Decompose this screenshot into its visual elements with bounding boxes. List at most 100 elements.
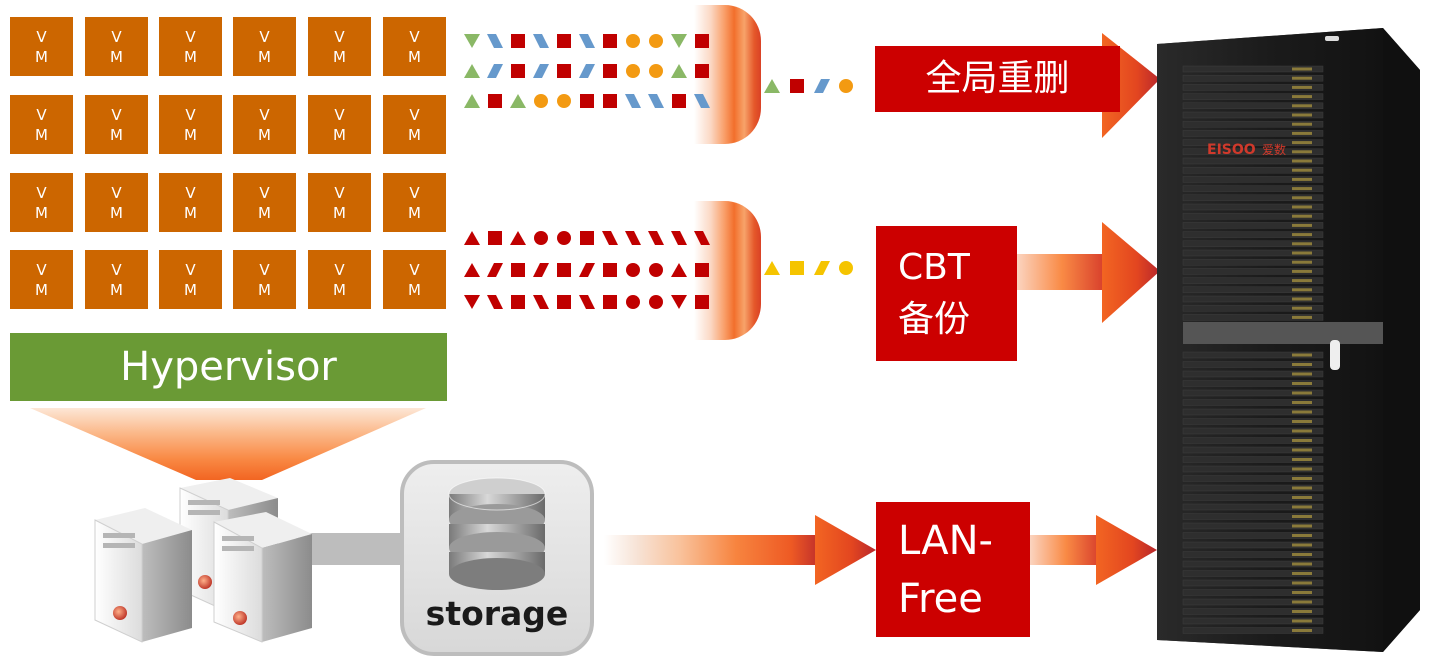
- rack-slot: [1182, 277, 1324, 284]
- rack-brand-cn: 爱数: [1262, 142, 1286, 157]
- cbt-arrow: [1017, 222, 1160, 323]
- rack-slot-led: [1292, 269, 1312, 273]
- rack-slot-led: [1292, 534, 1312, 537]
- data-block-shape: [557, 263, 571, 277]
- vm-label-line1: V: [334, 27, 345, 46]
- data-block-shape: [649, 34, 663, 48]
- rack-slot-led: [1292, 591, 1312, 594]
- rack-slot-led: [1292, 159, 1312, 163]
- rack-slot: [1182, 560, 1324, 568]
- vm-label-line1: V: [185, 260, 196, 279]
- rack-slot: [1182, 608, 1324, 615]
- vm-label-line1: V: [36, 183, 47, 202]
- vm-label-line2: M: [333, 203, 346, 222]
- data-block-shape: [672, 94, 686, 108]
- vm-label-line2: M: [110, 203, 123, 222]
- data-block-shape: [626, 64, 640, 78]
- rack-slot: [1182, 351, 1324, 359]
- rack-slot: [1182, 399, 1324, 406]
- vm-label-line2: M: [184, 47, 197, 66]
- vm-label-line1: V: [111, 260, 122, 279]
- rack-slot: [1182, 84, 1324, 91]
- rack-slot-led: [1292, 515, 1312, 518]
- data-block-shape: [625, 231, 641, 245]
- rack-slot-led: [1292, 196, 1312, 200]
- data-block-shape: [579, 34, 595, 48]
- vm-label-line1: V: [185, 183, 196, 202]
- rack-slot: [1182, 503, 1324, 511]
- vm-label-line1: V: [259, 27, 270, 46]
- rack-slot-led: [1292, 233, 1312, 237]
- vm-label-line2: M: [333, 280, 346, 299]
- vm-label-line2: M: [258, 47, 271, 66]
- vm-label-line2: M: [408, 203, 421, 222]
- vm-label-line2: M: [184, 125, 197, 144]
- rack-slot-led: [1292, 543, 1312, 547]
- rack-slot-led: [1292, 410, 1312, 414]
- vm-label-line2: M: [35, 47, 48, 66]
- vm-label-line1: V: [36, 27, 47, 46]
- data-block-shape: [814, 261, 830, 275]
- vm-label-line1: V: [409, 260, 420, 279]
- data-block-shape: [580, 231, 594, 245]
- rack-slot-led: [1292, 420, 1312, 423]
- vm-label-line1: V: [185, 27, 196, 46]
- rack-slot-led: [1292, 168, 1312, 172]
- rack-slot: [1182, 102, 1324, 110]
- data-block-shape: [464, 231, 480, 245]
- data-block-shape: [764, 261, 780, 275]
- rack-slot-led: [1292, 85, 1312, 89]
- rack-slot-led: [1292, 448, 1312, 452]
- data-block-shape: [694, 94, 710, 108]
- rack-slot: [1182, 446, 1324, 454]
- rack-slot-led: [1292, 600, 1312, 604]
- lan-free-label-box: LAN- Free: [876, 502, 1030, 637]
- rack-slot-led: [1292, 610, 1312, 613]
- rack-slot: [1182, 314, 1324, 321]
- data-block-shape: [814, 79, 830, 93]
- rack-slot-led: [1292, 496, 1312, 499]
- data-block-shape: [464, 94, 480, 108]
- rack-slot-led: [1292, 391, 1312, 395]
- rack-slot: [1182, 185, 1324, 192]
- data-block-shape: [557, 295, 571, 309]
- rack-slot-led: [1292, 223, 1312, 227]
- data-block-shape: [790, 79, 804, 93]
- vm-label-line1: V: [36, 105, 47, 124]
- data-block-shape: [790, 261, 804, 275]
- rack-slot-led: [1292, 572, 1312, 575]
- rack-slot: [1182, 120, 1324, 128]
- rack-slot: [1182, 418, 1324, 425]
- vm-label-line1: V: [111, 183, 122, 202]
- vm-label-line1: V: [334, 183, 345, 202]
- rack-slot-led: [1292, 363, 1312, 366]
- rack-slot: [1182, 465, 1324, 473]
- data-block-shape: [488, 231, 502, 245]
- data-block-shape: [695, 263, 709, 277]
- cbt-pill: [694, 201, 761, 340]
- rack-slot: [1182, 589, 1324, 596]
- data-block-shape: [511, 295, 525, 309]
- rack-slot-led: [1292, 477, 1312, 480]
- vm-label-line2: M: [35, 280, 48, 299]
- data-block-shape: [839, 79, 853, 93]
- data-block-shape: [511, 64, 525, 78]
- data-block-shape: [648, 94, 664, 108]
- rack-slot: [1182, 222, 1324, 229]
- rack-slot: [1182, 65, 1324, 73]
- vm-label-line2: M: [333, 125, 346, 144]
- hypervisor-bar: Hypervisor: [10, 333, 447, 401]
- vm-label-line1: V: [111, 27, 122, 46]
- rack-slot: [1182, 475, 1324, 482]
- data-block-shape: [557, 64, 571, 78]
- data-block-shape: [579, 263, 595, 277]
